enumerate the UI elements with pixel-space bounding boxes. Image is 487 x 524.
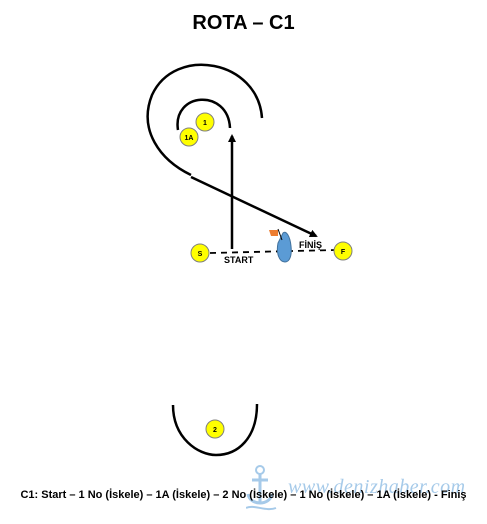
committee-boat — [276, 231, 292, 263]
inner-rounding-arc — [176, 98, 232, 131]
watermark-text: www.denizhaber.com — [288, 476, 466, 498]
mark-2-label: 2 — [213, 427, 217, 434]
start-label: START — [224, 255, 254, 265]
page-title: ROTA – C1 — [192, 12, 295, 34]
mark-1-label: 1 — [203, 120, 207, 127]
outer-rounding-arc — [146, 63, 264, 177]
start-mark: S — [190, 243, 210, 263]
mark-1a-label: 1A — [185, 135, 194, 142]
flag-pole — [277, 228, 283, 241]
mark-2-rounding-arc — [171, 403, 259, 457]
finish-mark: F — [333, 241, 353, 261]
finish-mark-label: F — [341, 249, 346, 256]
flag-icon — [269, 230, 278, 236]
route-caption: C1: Start – 1 No (İskele) – 1A (İskele) … — [20, 489, 467, 501]
mark-2: 2 — [205, 419, 225, 439]
start-mark-label: S — [198, 251, 203, 258]
mark-1: 1 — [195, 112, 215, 132]
start-finish-line — [209, 249, 336, 254]
mark-1a: 1A — [179, 127, 199, 147]
watermark-logo: www.denizhaber.com — [245, 464, 486, 514]
finish-label: FİNİŞ — [299, 240, 322, 250]
anchor-icon — [245, 465, 277, 511]
finish-leg-arrow — [190, 175, 318, 238]
